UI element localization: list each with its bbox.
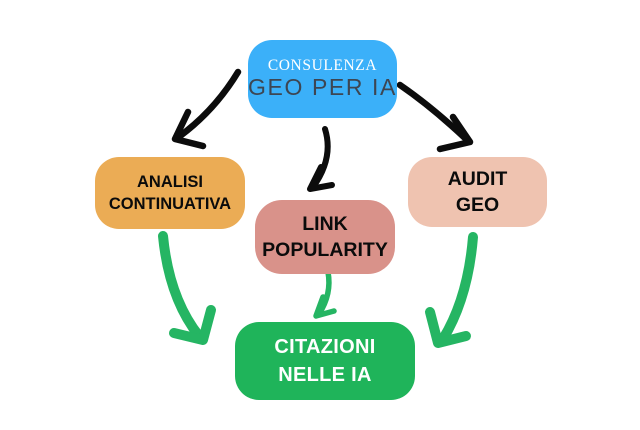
node-link-label-line2: POPULARITY [262, 239, 388, 261]
node-citazioni-label-line2: NELLE IA [278, 364, 372, 386]
node-consulenza-title: CONSULENZA [267, 57, 378, 75]
arrow-consulenza-to-analisi [171, 68, 242, 150]
arrow-link-to-citazioni [313, 269, 337, 319]
node-consulenza-geo-per-ia: CONSULENZA GEO PER IA [248, 40, 397, 118]
node-audit-label-line1: AUDIT [447, 167, 508, 190]
node-analisi-label-line1: ANALISI [137, 172, 203, 191]
node-analisi-label-line2: CONTINUATIVA [108, 195, 232, 213]
node-link-label-line1: LINK [302, 212, 348, 235]
node-audit-geo: AUDIT GEO [408, 157, 547, 227]
arrow-audit-to-citazioni [425, 232, 478, 348]
node-analisi-continuativa: ANALISI CONTINUATIVA [95, 157, 245, 229]
node-citazioni-nelle-ia: CITAZIONI NELLE IA [235, 322, 415, 400]
node-link-popularity: LINK POPULARITY [255, 200, 395, 274]
arrow-consulenza-to-link [307, 126, 335, 192]
arrow-consulenza-to-audit [396, 81, 474, 153]
node-citazioni-label-line1: CITAZIONI [274, 336, 376, 358]
node-audit-label-line2: GEO [455, 194, 500, 216]
node-consulenza-subtitle: GEO PER IA [248, 74, 397, 101]
arrow-analisi-to-citazioni [158, 231, 216, 345]
